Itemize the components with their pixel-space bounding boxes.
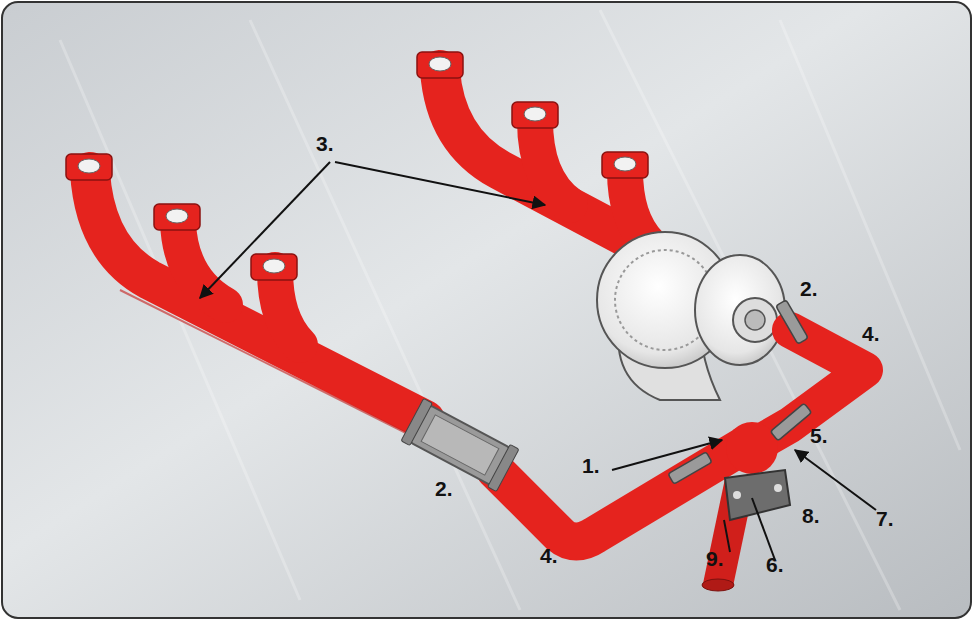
callout-number: 5. [810,425,828,446]
callout-number: 7. [876,508,894,529]
crossover-pipe [495,445,745,542]
turbo-pipe [755,330,865,445]
turbocharger [597,232,785,400]
right-manifold [440,70,660,255]
y-junction [726,422,778,474]
callout-number: 2. [800,278,818,299]
callout-number: 4. [862,323,880,344]
brushed-texture [60,10,960,610]
callout-number: 9. [706,548,724,569]
callout-number: 4. [540,545,558,566]
callout-number: 1. [582,455,600,476]
port-flanges [66,52,648,280]
callout-number: 2. [435,478,453,499]
left-manifold [90,172,425,420]
callout-number: 6. [766,554,784,575]
flex-pipe [401,398,519,491]
leader-lines [200,162,876,560]
clamps [668,300,812,484]
callout-number: 8. [802,505,820,526]
callout-number: 3. [316,133,334,154]
